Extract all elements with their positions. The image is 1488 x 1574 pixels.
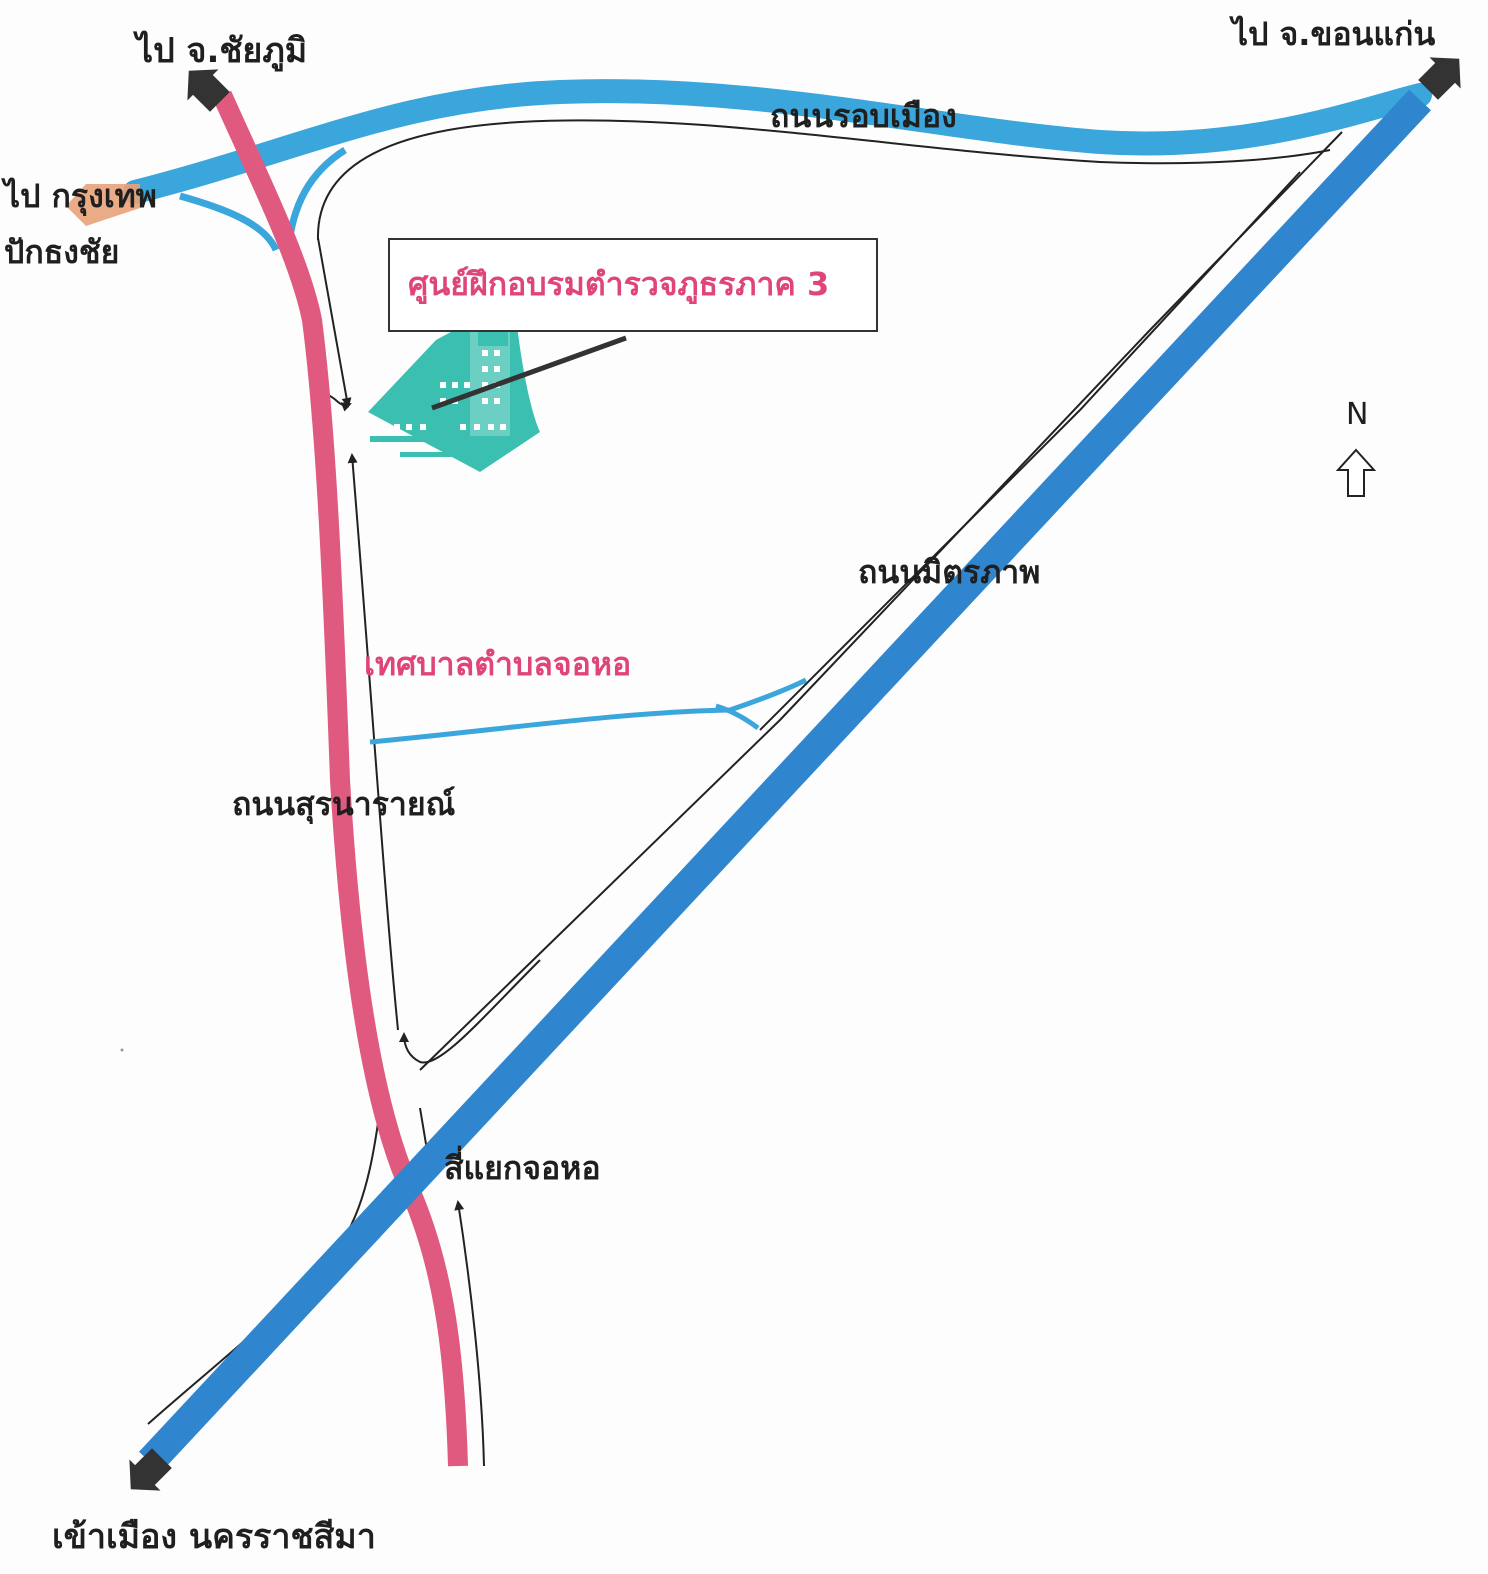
label-pointer-line [431,335,627,411]
label-jo-ho-intersection: สี่แยกจอหอ [444,1149,601,1187]
frontage-line-ring-inner-2 [317,237,352,408]
map-speck [120,1048,124,1052]
direction-arrow-icon [129,1448,172,1491]
bangkok-marker [66,184,140,226]
label-to-nakhon-ratchasima: เข้าเมือง นครราชสีมา [52,1517,376,1557]
label-training-center: ศูนย์ฝึกอบรมตำรวจภูธรภาค 3 [408,265,830,303]
mittraphap-road [139,89,1431,1473]
ring-road-ramp-east [284,147,347,253]
jo-ho-connector-road [369,677,808,745]
frontage-line-ring-inner [316,119,1331,241]
label-ring-road: ถนนรอบเมือง [770,97,957,135]
surana-road [212,90,468,1467]
ring-road-ramp-west [179,192,280,252]
label-pak-thong-chai: ปักธงชัย [4,233,120,271]
training-center-label-box [388,238,878,332]
label-to-chaiyaphum: ไป จ.ชัยภูมิ [136,31,308,71]
label-surana-road: ถนนสุรนารายณ์ [232,785,456,823]
direction-arrow-icon [1418,57,1461,100]
label-to-bangkok: ไป กรุงเทพ [4,177,157,215]
north-arrow-icon [1335,448,1377,497]
frontage-line-surana-west [347,453,399,1031]
frontage-line-surana-east [454,1200,485,1467]
label-north: N [1346,397,1369,432]
label-to-khon-kaen: ไป จ.ขอนแก่น [1232,15,1436,53]
label-mittraphap-road: ถนนมิตรภาพ [858,553,1041,591]
frontage-line-jo-ho-turn [399,959,541,1064]
label-jo-ho-municipality: เทศบาลตำบลจอหอ [364,645,632,683]
direction-arrow-icon [187,69,230,112]
ring-road [123,79,1432,204]
frontage-line-mittraphap-east [759,171,1301,731]
jo-ho-connector-branch [715,703,760,731]
